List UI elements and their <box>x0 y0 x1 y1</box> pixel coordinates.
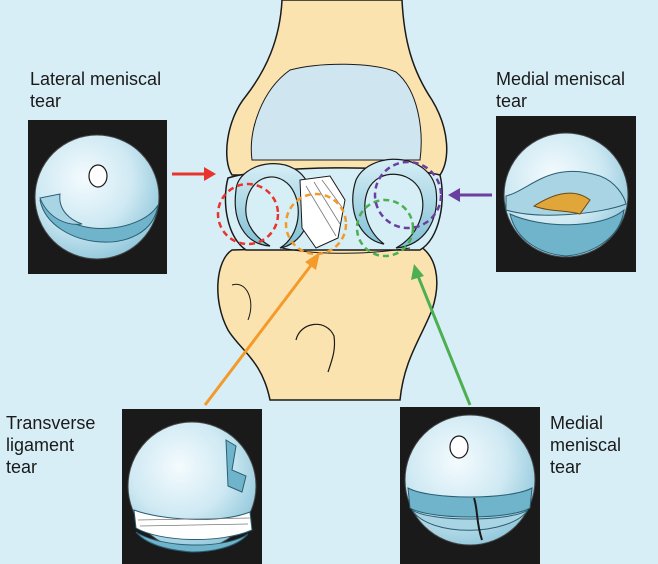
label-medial-bottom-line-1: Medial <box>550 412 621 434</box>
label-transverse-line-1: Transverse <box>6 412 95 434</box>
label-medial-bottom-line-2: meniscal <box>550 434 621 456</box>
femur-bone <box>227 0 447 175</box>
inset-medial-meniscal-tear-bottom <box>400 407 540 564</box>
label-lateral-line-2: tear <box>30 90 161 112</box>
inset-lateral-meniscal-tear <box>28 120 167 274</box>
inset-medial-meniscal-tear-top <box>496 116 636 272</box>
label-medial-bottom-line-3: tear <box>550 456 621 478</box>
label-transverse-line-3: tear <box>6 456 95 478</box>
purple-arrow <box>448 188 492 202</box>
label-medial-top-line-1: Medial meniscal <box>496 68 625 90</box>
label-medial-top-line-2: tear <box>496 90 625 112</box>
label-lateral-line-1: Lateral meniscal <box>30 68 161 90</box>
inset-transverse-ligament-tear <box>122 409 262 564</box>
label-transverse-line-2: ligament <box>6 434 95 456</box>
label-lateral-meniscal-tear: Lateral meniscal tear <box>30 68 161 112</box>
label-transverse-ligament-tear: Transverse ligament tear <box>6 412 95 478</box>
red-arrow <box>172 167 216 181</box>
tibia-bone <box>218 245 437 400</box>
label-medial-meniscal-tear-top: Medial meniscal tear <box>496 68 625 112</box>
label-medial-meniscal-tear-bottom: Medial meniscal tear <box>550 412 621 478</box>
